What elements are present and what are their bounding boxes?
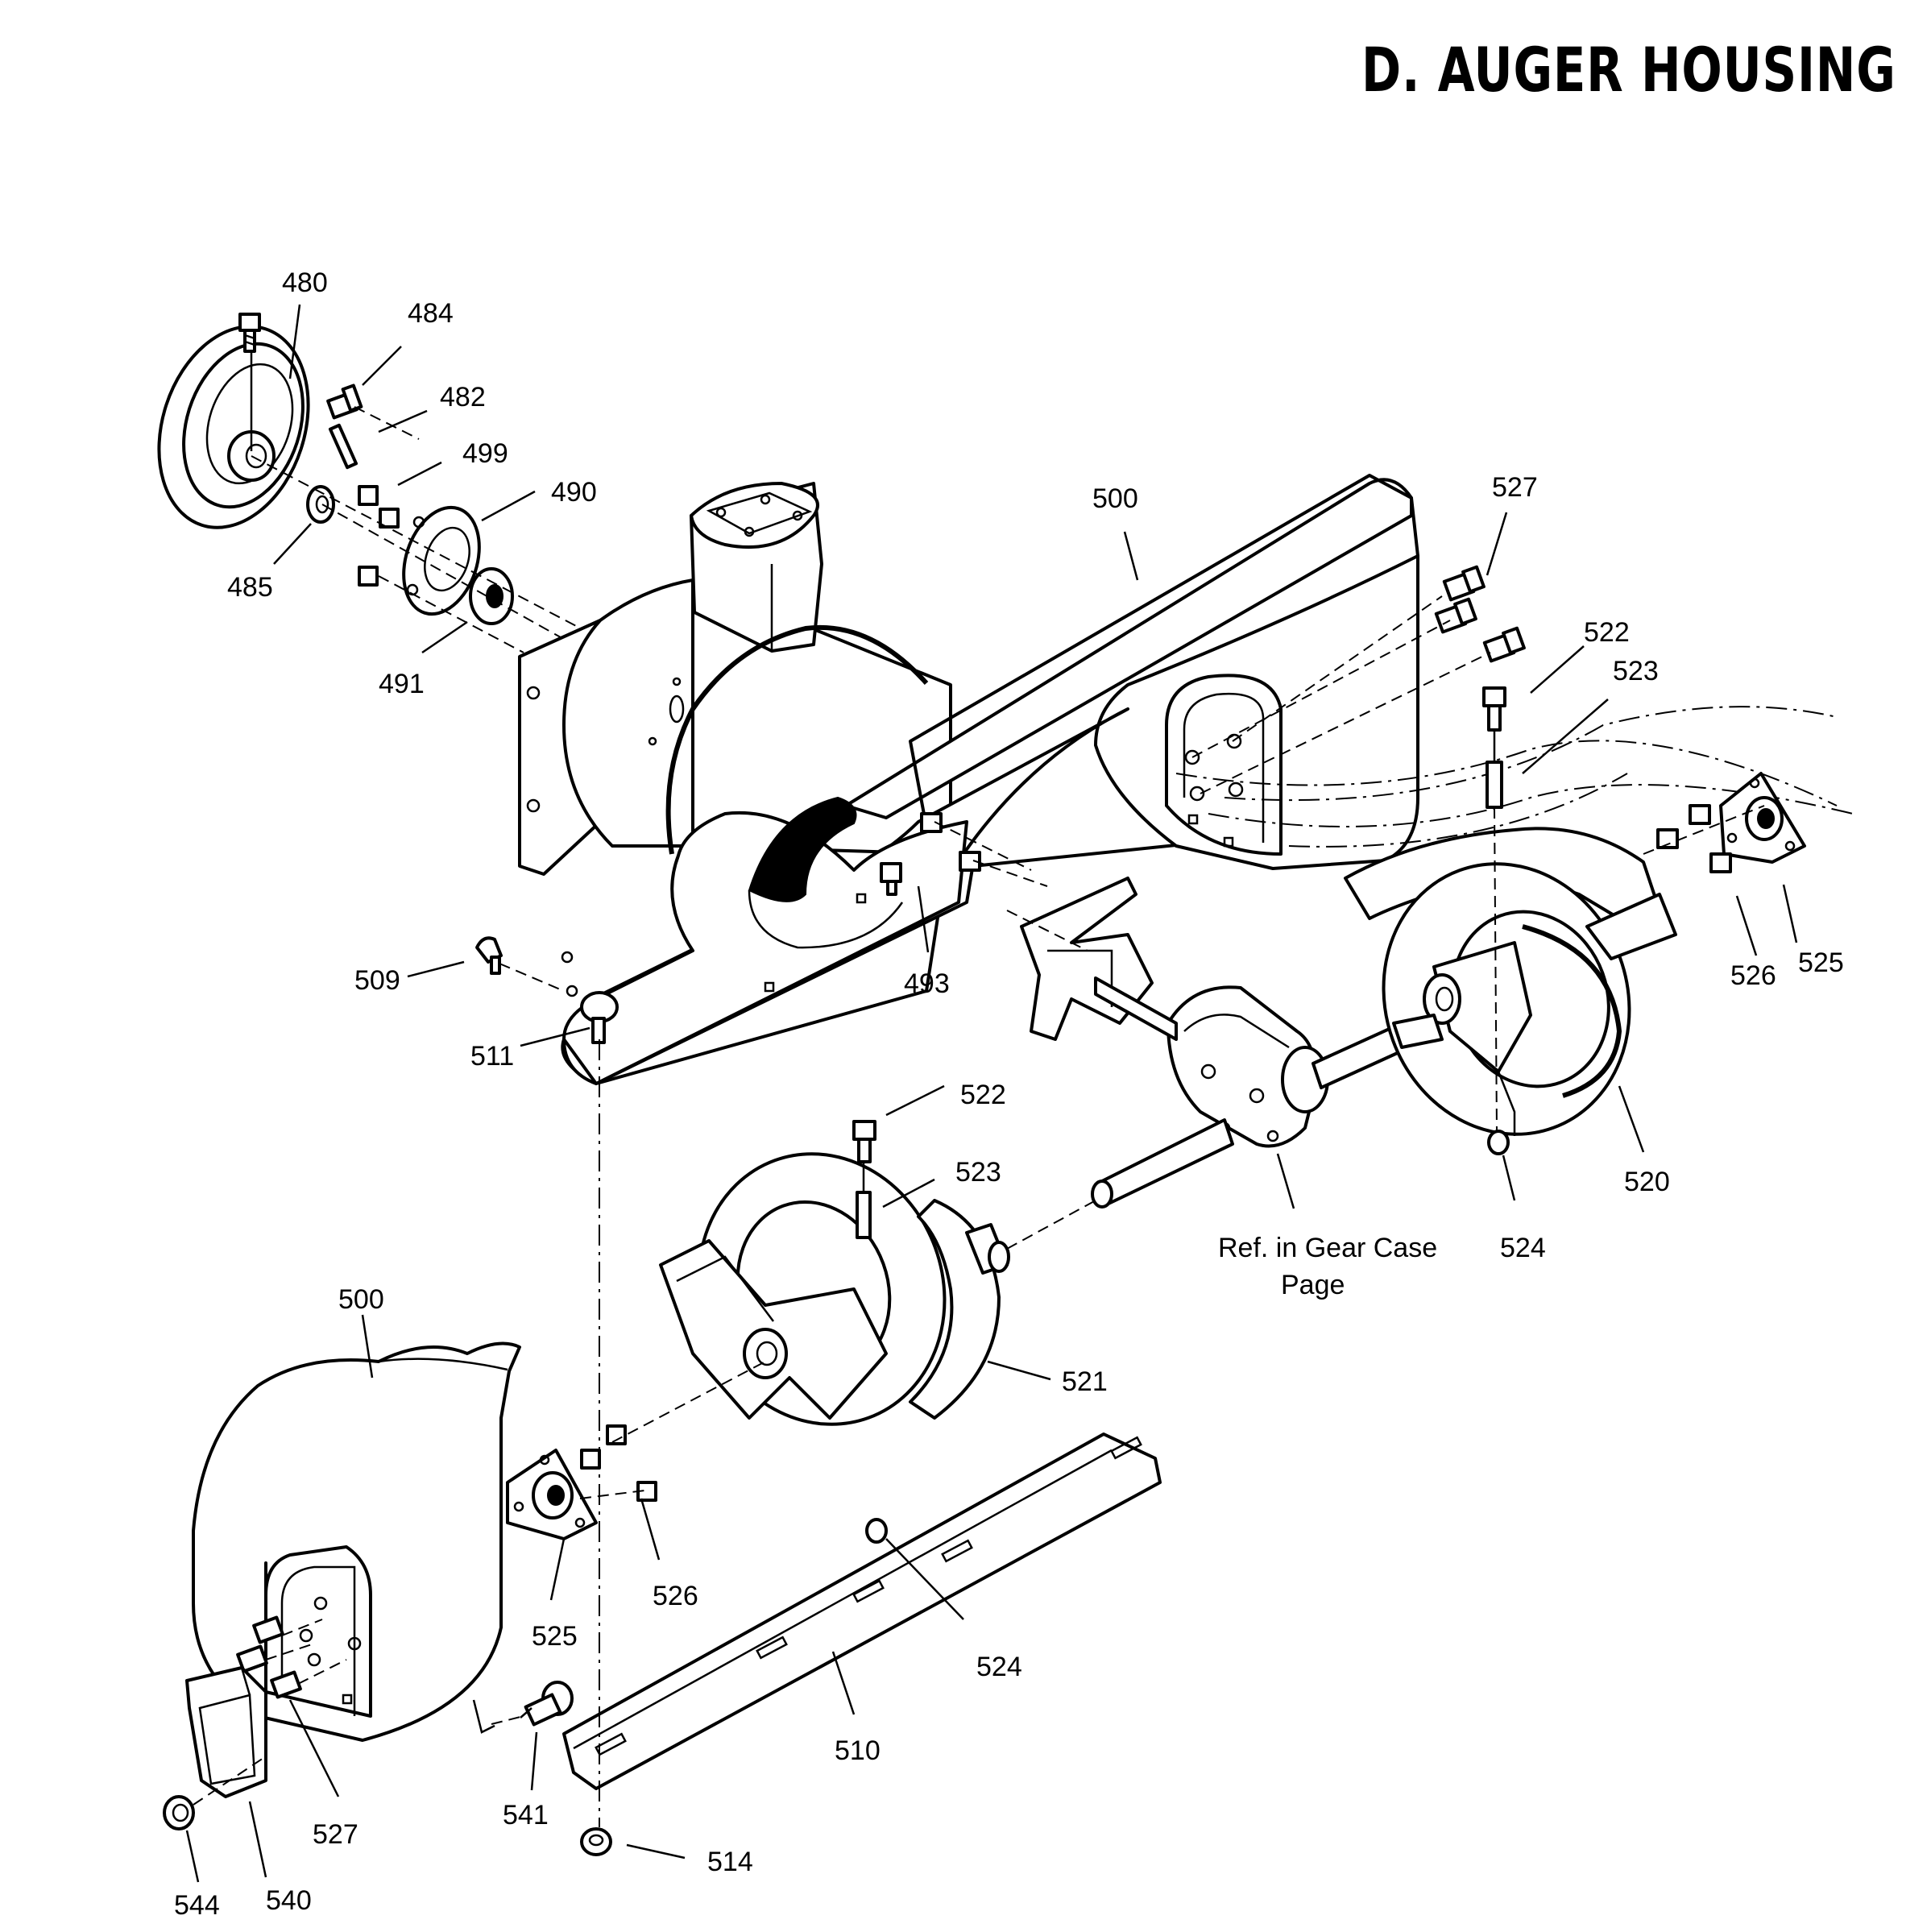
callout-523-lower: 523: [955, 1157, 1001, 1188]
bolts-527-upper: [1434, 565, 1526, 663]
callout-524-left: 524: [976, 1652, 1022, 1682]
auger-521: [659, 1152, 1010, 1426]
nuts-499: [358, 485, 400, 587]
nut-524-left: [865, 1518, 888, 1544]
callout-541: 541: [503, 1800, 549, 1830]
callout-500-main: 500: [1092, 483, 1138, 514]
key-482: [328, 423, 358, 470]
callout-526-left: 526: [653, 1581, 698, 1611]
bolt-480: [238, 313, 261, 353]
callout-544: 544: [174, 1890, 220, 1921]
nut-526-right: [1656, 804, 1732, 873]
callout-522-lower: 522: [960, 1080, 1006, 1110]
flange-490: [402, 505, 481, 616]
callout-482: 482: [440, 382, 486, 413]
callout-522-upper: 522: [1584, 617, 1630, 648]
callout-499: 499: [462, 438, 508, 469]
callout-500-lower: 500: [338, 1284, 384, 1315]
bolt-484: [326, 383, 363, 420]
bolt-522-right: [1482, 686, 1506, 732]
callout-527-upper: 527: [1492, 472, 1538, 503]
callout-524-right: 524: [1500, 1233, 1546, 1263]
callout-485: 485: [227, 572, 273, 603]
auger-housing-500-main: [518, 474, 1419, 1085]
screw-509: [475, 936, 503, 975]
bolts-493: [880, 812, 981, 896]
callout-493: 493: [904, 968, 950, 999]
callout-labels: 480 484 482 499 490 485 491 500 527 522 …: [174, 267, 1844, 1921]
carriage-bolt-541: [520, 1681, 574, 1727]
callout-520: 520: [1624, 1167, 1670, 1197]
callout-511: 511: [470, 1041, 514, 1072]
carriage-bolt-511: [580, 991, 619, 1044]
nuts-526-left: [580, 1424, 657, 1502]
spacer-523-right: [1486, 761, 1503, 809]
nut-514: [580, 1827, 612, 1856]
pulley-480: [157, 325, 310, 529]
callout-525-left: 525: [532, 1621, 578, 1652]
callout-527-lower: 527: [313, 1819, 358, 1850]
bearing-flange-525-right: [1719, 772, 1806, 864]
callout-526-right: 526: [1730, 960, 1776, 991]
callout-484: 484: [408, 298, 454, 329]
callout-491: 491: [379, 669, 425, 699]
callout-523-upper: 523: [1613, 656, 1659, 686]
page-title: D. AUGER HOUSING: [1361, 34, 1896, 106]
gear-case-reference-note-line1: Ref. in Gear Case: [1218, 1233, 1437, 1263]
gear-case: [1020, 877, 1411, 1209]
spacer-523-left: [856, 1191, 872, 1239]
bolt-522-left: [852, 1120, 876, 1163]
callout-521: 521: [1062, 1366, 1108, 1397]
gear-case-reference-note-line2: Page: [1281, 1270, 1345, 1300]
skid-shoe-540: [185, 1666, 267, 1798]
bearing-flange-525-left: [506, 1449, 598, 1540]
callout-509: 509: [354, 965, 400, 996]
callout-490: 490: [551, 477, 597, 508]
nut-524-right: [1487, 1130, 1510, 1155]
callout-510: 510: [835, 1735, 881, 1766]
shave-plate-510: [562, 1432, 1162, 1790]
callout-514: 514: [707, 1847, 753, 1877]
washer-485: [306, 485, 335, 524]
callout-540: 540: [266, 1885, 312, 1916]
bearing-491: [469, 567, 514, 625]
leader-lines: [185, 304, 1798, 1883]
auger-520: [1344, 827, 1677, 1136]
nut-544: [163, 1795, 195, 1830]
bolts-527-lower: [236, 1615, 302, 1699]
callout-480: 480: [282, 267, 328, 298]
callout-525-right: 525: [1798, 947, 1844, 978]
